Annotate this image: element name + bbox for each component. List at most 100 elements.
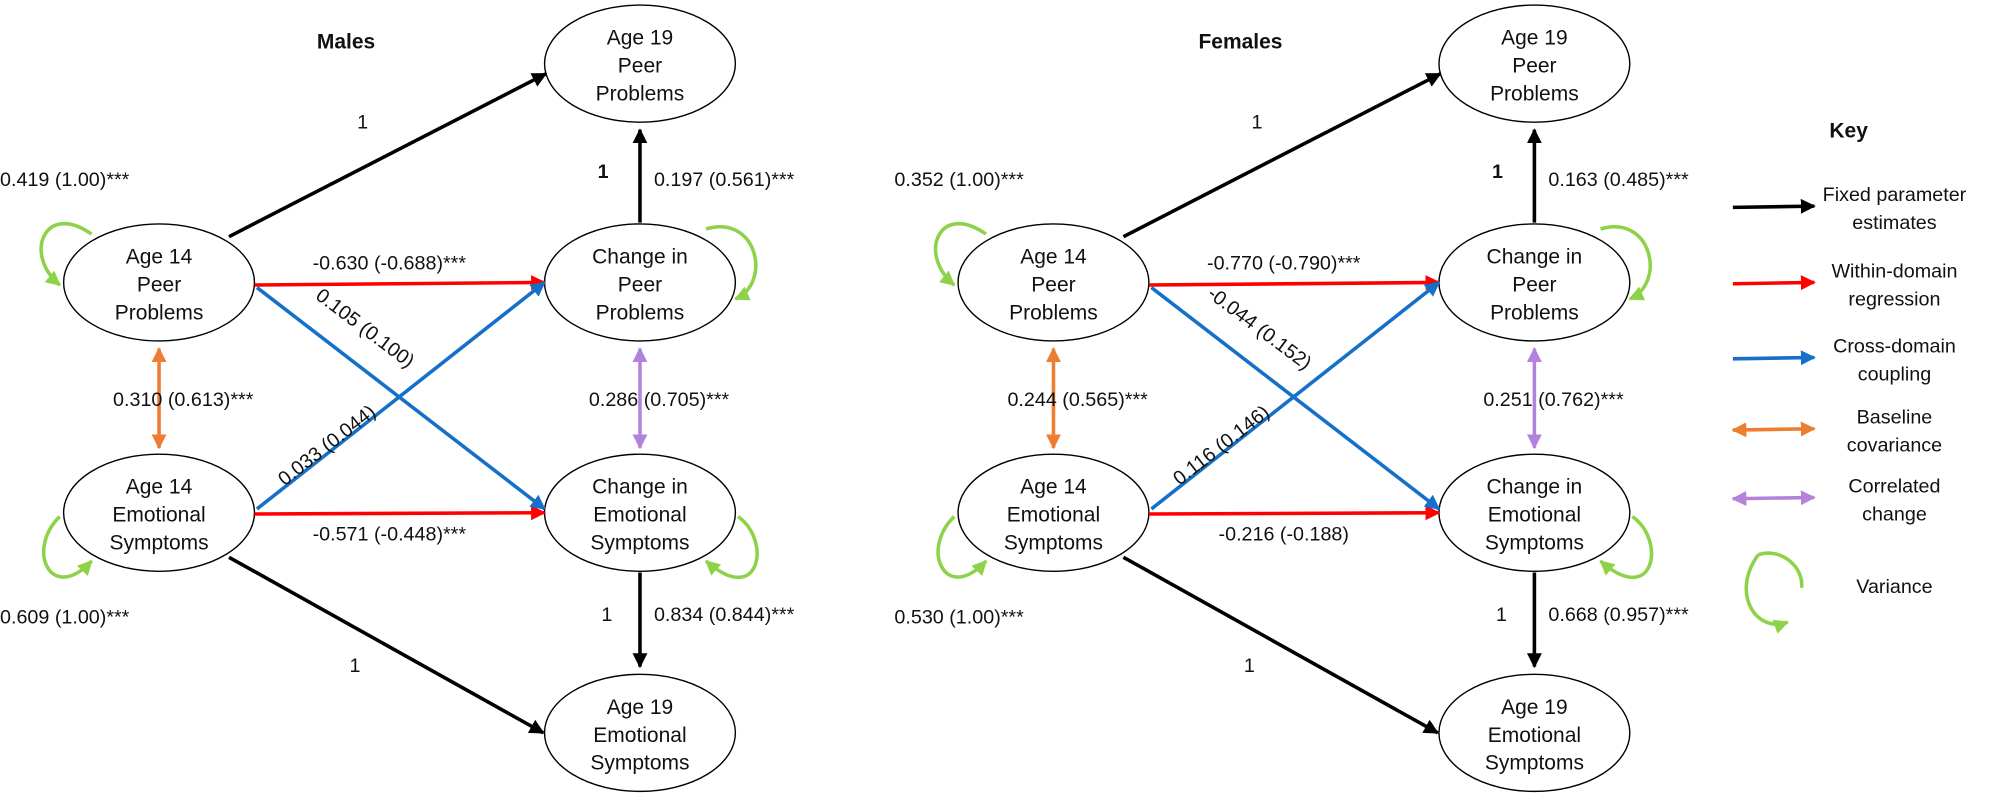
node-change-emotional-symptoms-line: Change in xyxy=(1487,476,1583,499)
label-cross-emo-to-peer: 0.033 (0.044) xyxy=(274,401,380,491)
key-label-correlated: Correlated xyxy=(1848,475,1940,497)
node-age19-peer-problems-line: Age 19 xyxy=(607,27,674,50)
key-label-within: regression xyxy=(1848,288,1940,310)
node-age14-peer-problems-line: Problems xyxy=(1009,301,1098,324)
node-age14-peer-problems-line: Peer xyxy=(1031,273,1075,296)
label-within-emo: -0.216 (-0.188) xyxy=(1219,524,1349,546)
path-within-emo xyxy=(1148,505,1441,521)
node-age19-peer-problems-ellipse xyxy=(543,4,737,123)
key-symbol-correlated xyxy=(1731,490,1816,507)
label-within-peer: -0.630 (-0.688)*** xyxy=(313,253,467,275)
key-label-baseline: Baseline xyxy=(1857,407,1933,429)
key-label-baseline: covariance xyxy=(1847,435,1942,457)
label-fixed-peer-top: 1 xyxy=(357,112,368,134)
label-variance-change-emo: 0.834 (0.844)*** xyxy=(654,604,795,626)
node-age14-emotional-symptoms-line: Emotional xyxy=(112,504,205,527)
label-fixed-peer-top: 1 xyxy=(1252,112,1263,134)
variance-loop-peer14 xyxy=(39,221,93,287)
label-variance-emo14: 0.530 (1.00)*** xyxy=(894,606,1024,628)
node-age14-peer-problems-ellipse xyxy=(62,223,256,342)
label-variance-emo14: 0.609 (1.00)*** xyxy=(0,606,130,628)
key-label-cross: Cross-domain xyxy=(1833,335,1956,357)
node-change-peer-problems-line: Peer xyxy=(1512,273,1556,296)
key-symbol-cross xyxy=(1732,350,1816,366)
key-symbol-variance-arc xyxy=(1757,551,1804,589)
key-label-within: Within-domain xyxy=(1831,260,1957,282)
label-cross-peer-to-emo: 0.105 (0.100) xyxy=(311,284,418,372)
label-cross-peer-to-emo: -0.044 (0.152) xyxy=(1203,282,1315,374)
path-fixed-emo14-to-age19 xyxy=(1122,555,1440,735)
path-cross-emo-to-peer xyxy=(1150,281,1441,511)
variance-loop-emo14 xyxy=(936,515,988,579)
node-change-emotional-symptoms-line: Emotional xyxy=(593,504,686,527)
variance-loop-peer14 xyxy=(933,221,988,287)
node-change-peer-problems-line: Problems xyxy=(1490,301,1579,324)
path-cross-emo-to-peer xyxy=(255,281,546,511)
variance-loop-change-peer xyxy=(705,225,758,301)
node-age19-peer-problems-ellipse xyxy=(1438,4,1631,123)
node-age19-peer-problems-line: Peer xyxy=(618,55,662,78)
variance-loop-change-peer xyxy=(1600,225,1652,301)
node-age14-emotional-symptoms-line: Age 14 xyxy=(126,476,193,499)
node-age14-emotional-symptoms-line: Emotional xyxy=(1007,504,1100,527)
label-fixed-peer-vertical: 1 xyxy=(598,161,609,183)
path-cross-peer-to-emo xyxy=(255,286,546,511)
path-within-emo xyxy=(254,505,547,521)
node-change-peer-problems-line: Change in xyxy=(592,245,688,268)
label-within-peer: -0.770 (-0.790)*** xyxy=(1207,253,1361,275)
node-age14-emotional-symptoms-line: Symptoms xyxy=(109,532,208,555)
key-symbol-baseline xyxy=(1731,421,1816,438)
label-fixed-emo-vertical: 1 xyxy=(1496,604,1507,626)
node-age19-emotional-symptoms-line: Symptoms xyxy=(590,752,689,775)
node-change-emotional-symptoms-line: Emotional xyxy=(1488,504,1581,527)
label-correlated-change: 0.251 (0.762)*** xyxy=(1483,389,1624,411)
label-variance-change-peer: 0.197 (0.561)*** xyxy=(654,169,795,191)
variance-loop-change-emo xyxy=(704,515,759,579)
path-fixed-peer14-to-age19 xyxy=(1122,72,1442,239)
node-age14-emotional-symptoms-line: Age 14 xyxy=(1020,476,1087,499)
label-cross-emo-to-peer: 0.116 (0.146) xyxy=(1169,401,1274,490)
key-symbol-fixed xyxy=(1732,198,1816,214)
node-age14-peer-problems-line: Peer xyxy=(137,273,181,296)
key-symbol-variance xyxy=(1744,553,1789,634)
key-label-fixed: Fixed parameter xyxy=(1823,184,1967,206)
label-fixed-emo-bottom: 1 xyxy=(1244,655,1255,677)
variance-loop-change-emo xyxy=(1599,515,1654,579)
path-within-peer xyxy=(254,275,547,291)
node-age19-emotional-symptoms-line: Emotional xyxy=(1488,724,1581,747)
node-age14-peer-problems-line: Age 14 xyxy=(126,245,193,268)
label-fixed-peer-vertical: 1 xyxy=(1492,161,1503,183)
label-correlated-change: 0.286 (0.705)*** xyxy=(589,389,730,411)
path-cross-peer-to-emo xyxy=(1150,286,1441,511)
path-within-peer xyxy=(1148,275,1441,291)
panel-title: Males xyxy=(317,30,375,53)
label-variance-peer14: 0.352 (1.00)*** xyxy=(894,169,1024,191)
key-label-cross: coupling xyxy=(1858,363,1931,385)
path-fixed-peer14-to-age19 xyxy=(228,72,548,239)
node-age14-peer-problems-ellipse xyxy=(957,223,1150,342)
node-change-emotional-symptoms-line: Symptoms xyxy=(1485,532,1584,555)
node-age19-emotional-symptoms-line: Symptoms xyxy=(1485,752,1584,775)
label-variance-change-peer: 0.163 (0.485)*** xyxy=(1548,169,1689,191)
node-age19-emotional-symptoms-line: Age 19 xyxy=(1501,696,1568,719)
node-age14-peer-problems-line: Age 14 xyxy=(1020,245,1087,268)
label-fixed-emo-bottom: 1 xyxy=(349,655,360,677)
node-change-peer-problems-line: Change in xyxy=(1487,245,1583,268)
label-baseline-covariance: 0.244 (0.565)*** xyxy=(1007,389,1148,411)
label-baseline-covariance: 0.310 (0.613)*** xyxy=(113,389,254,411)
node-age14-peer-problems-line: Problems xyxy=(115,301,204,324)
